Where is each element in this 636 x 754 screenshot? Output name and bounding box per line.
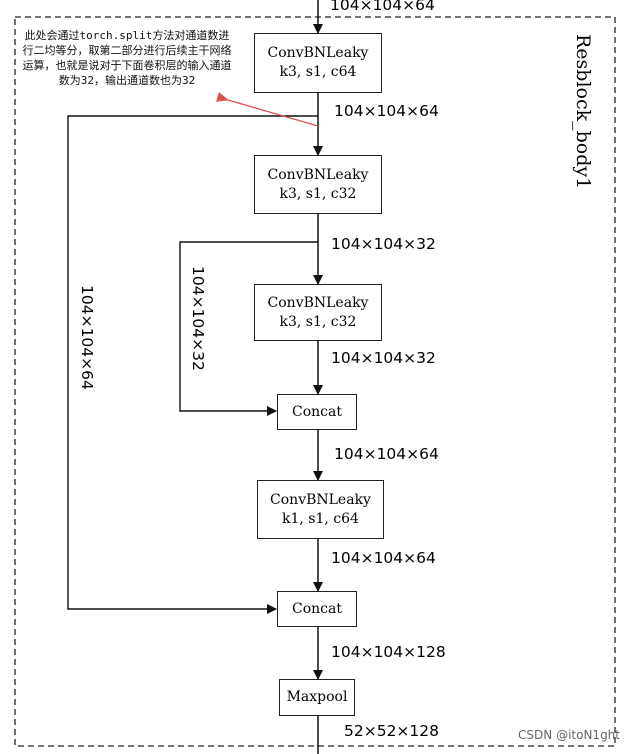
conv2-name: ConvBNLeaky (267, 166, 369, 183)
conv4-name: ConvBNLeaky (270, 491, 371, 508)
dim-after-maxpool: 52×52×128 (344, 722, 440, 740)
annotation-arrow (216, 92, 319, 127)
dim-outer-skip: 104×104×64 (78, 285, 96, 390)
conv2-params: k3, s1, c32 (279, 185, 357, 202)
conv3-box: ConvBNLeaky k3, s1, c32 (254, 284, 382, 341)
conv3-name: ConvBNLeaky (267, 294, 369, 311)
conv4-params: k1, s1, c64 (282, 510, 359, 527)
conv1-params: k3, s1, c64 (279, 64, 357, 80)
conv1-box: ConvBNLeaky k3, s1, c64 (254, 33, 382, 93)
dim-after-concat2: 104×104×128 (331, 643, 446, 661)
watermark: CSDN @itoN1ght (518, 728, 620, 742)
annotation-note: 此处会通过torch.split方法对通道数进行二均等分，取第二部分进行后续主干… (22, 29, 232, 87)
dim-inner-skip: 104×104×32 (189, 266, 207, 371)
dim-after-conv4: 104×104×64 (331, 549, 436, 567)
conv3-params: k3, s1, c32 (279, 313, 357, 330)
edge-inner-skip (179, 241, 318, 416)
concat2-name: Concat (292, 600, 342, 617)
conv4-box: ConvBNLeaky k1, s1, c64 (257, 480, 384, 539)
concat2-box: Concat (277, 591, 357, 627)
dim-after-conv1: 104×104×64 (334, 102, 439, 120)
dim-after-concat1: 104×104×64 (334, 445, 439, 463)
conv2-box: ConvBNLeaky k3, s1, c32 (254, 155, 382, 214)
maxpool-name: Maxpool (286, 689, 348, 705)
concat1-name: Concat (292, 403, 342, 420)
conv1-name: ConvBNLeaky (267, 45, 369, 61)
dim-top: 104×104×64 (330, 0, 435, 14)
edge-outer-skip (67, 115, 318, 614)
concat1-box: Concat (277, 394, 357, 430)
dim-after-conv3: 104×104×32 (331, 349, 436, 367)
block-border (14, 16, 616, 747)
block-title: Resblock_body1 (572, 34, 594, 190)
maxpool-box: Maxpool (279, 679, 355, 716)
dim-after-conv2: 104×104×32 (331, 235, 436, 253)
